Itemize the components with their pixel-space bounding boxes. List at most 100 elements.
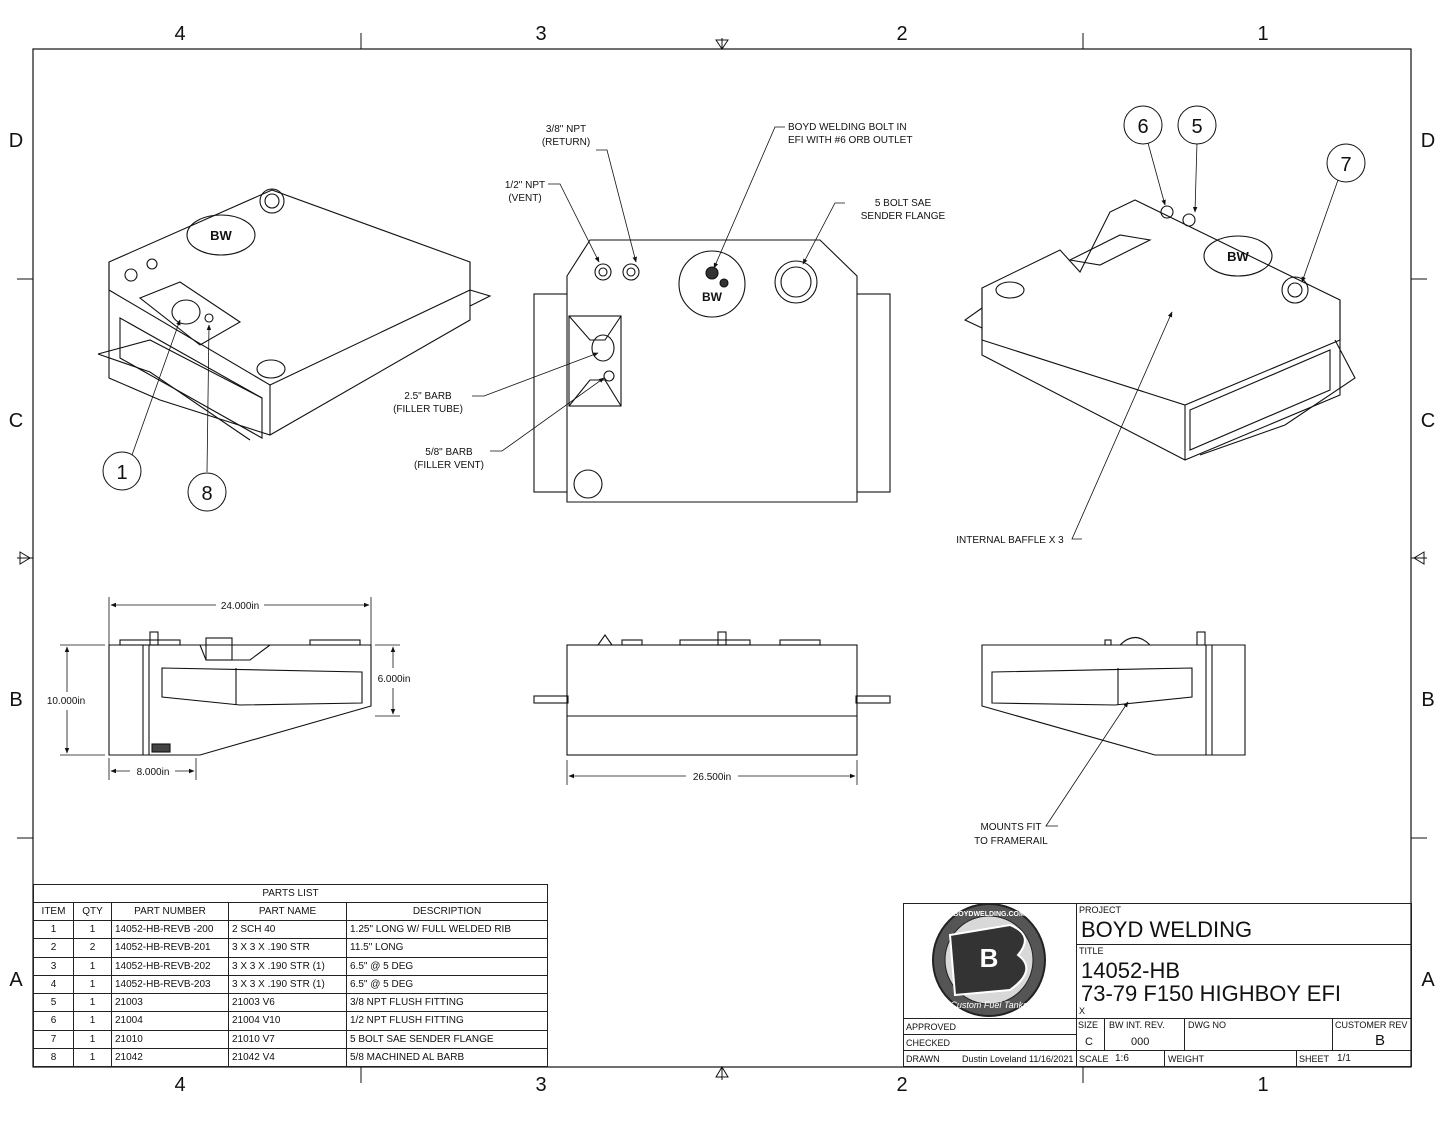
logo-text: BOYDWELDING.COM [953, 911, 1025, 918]
project-cell: PROJECT BOYD WELDING [1076, 903, 1412, 945]
dim-base: 8.000in [137, 767, 170, 778]
row-label: A [1421, 969, 1435, 991]
cell: 2 [73, 938, 112, 958]
customer-rev-label: CUSTOMER REV [1335, 1020, 1408, 1030]
cell: 21010 V7 [228, 1029, 347, 1049]
balloon: 8 [187, 472, 227, 512]
title-label: TITLE [1079, 946, 1104, 956]
title-x: X [1079, 1006, 1086, 1016]
size-label: SIZE [1078, 1020, 1099, 1030]
cell: 21010 [111, 1029, 229, 1049]
callout-labels: 3/8" NPT (RETURN) 1/2" NPT (VENT) BOYD W… [393, 122, 1064, 847]
cell: 1/2 NPT FLUSH FITTING [346, 1011, 548, 1031]
parts-list-title: PARTS LIST [33, 884, 548, 903]
svg-text:6: 6 [1137, 116, 1148, 138]
callout-label: 2.5" BARB [404, 391, 452, 402]
column-label: 2 [896, 1074, 907, 1096]
cell: 1 [73, 992, 112, 1013]
balloon: 5 [1177, 105, 1217, 145]
row-label: D [1421, 130, 1435, 152]
project-label: PROJECT [1079, 905, 1122, 915]
cell: 5 [33, 992, 74, 1013]
cell: 4 [33, 974, 74, 995]
cell: 21004 V10 [228, 1011, 347, 1031]
rev-label: BW INT. REV. [1109, 1020, 1165, 1030]
side-view-left [108, 631, 372, 756]
top-view: BW [533, 239, 891, 503]
callout-label: (RETURN) [542, 137, 590, 148]
callout-label: (FILLER VENT) [414, 460, 484, 471]
column-label: 3 [535, 23, 546, 45]
iso-view-left: BW [97, 188, 492, 441]
column-label: 4 [174, 1074, 185, 1096]
cell: 3 X 3 X .190 STR [228, 938, 347, 958]
drawn-cell: DRAWN Dustin Loveland 11/16/2021 [903, 1050, 1077, 1067]
dwg-label: DWG NO [1188, 1020, 1226, 1030]
column-label: 1 [1257, 1074, 1268, 1096]
svg-text:5: 5 [1191, 116, 1202, 138]
weight-cell: WEIGHT [1164, 1050, 1297, 1067]
cell: 21003 V6 [228, 992, 347, 1013]
cell: 5/8 MACHINED AL BARB [346, 1047, 548, 1068]
checked-label: CHECKED [906, 1038, 951, 1048]
svg-text:1: 1 [116, 462, 127, 484]
column-label: 1 [1257, 23, 1268, 45]
sheet-value: 1/1 [1337, 1053, 1351, 1064]
cell: 2 SCH 40 [228, 919, 347, 940]
project-name: BOYD WELDING [1081, 917, 1253, 942]
title-cell: TITLE 14052-HB 73-79 F150 HIGHBOY EFI X [1076, 944, 1412, 1019]
cell: 21042 [111, 1047, 229, 1068]
sheet-cell: SHEET 1/1 [1296, 1050, 1412, 1067]
cell: 1.25" LONG W/ FULL WELDED RIB [346, 919, 548, 940]
cell: 3 [33, 956, 74, 976]
column-header: PART NAME [228, 902, 347, 921]
scale-label: SCALE [1079, 1054, 1109, 1064]
balloon: 1 [102, 451, 142, 491]
row-label: D [9, 130, 23, 152]
customer-rev-cell: CUSTOMER REV B [1332, 1018, 1412, 1051]
zone-labels: 4 3 2 1 4 3 2 1 D C B A D C B A [9, 23, 1436, 1096]
svg-text:B: B [980, 943, 999, 973]
callout-label: INTERNAL BAFFLE X 3 [956, 535, 1064, 546]
approved-cell: APPROVED [903, 1018, 1077, 1035]
cell: 1 [73, 1011, 112, 1031]
callout-label: 3/8" NPT [546, 124, 586, 135]
cell: 14052-HB-REVB-203 [111, 974, 229, 995]
cell: 7 [33, 1029, 74, 1049]
cell: 21004 [111, 1011, 229, 1031]
callout-label: BOYD WELDING BOLT IN [788, 122, 907, 133]
cell: 5 BOLT SAE SENDER FLANGE [346, 1029, 548, 1049]
column-header: ITEM [33, 902, 74, 921]
cell: 1 [33, 919, 74, 940]
balloon: 7 [1326, 143, 1366, 183]
size-value: C [1085, 1036, 1093, 1048]
dim-width: 24.000in [221, 601, 259, 612]
cell: 6 [33, 1011, 74, 1031]
row-label: B [9, 689, 22, 711]
cell: 8 [33, 1047, 74, 1068]
cell: 2 [33, 938, 74, 958]
cell: 3/8 NPT FLUSH FITTING [346, 992, 548, 1013]
cell: 1 [73, 1047, 112, 1068]
cell: 3 X 3 X .190 STR (1) [228, 956, 347, 976]
scale-value: 1:6 [1115, 1053, 1129, 1064]
cell: 14052-HB-REVB-201 [111, 938, 229, 958]
dim-step: 6.000in [378, 674, 411, 685]
size-cell: SIZE C [1076, 1018, 1105, 1051]
cell: 6.5" @ 5 DEG [346, 956, 548, 976]
drawn-label: DRAWN [906, 1054, 940, 1064]
svg-text:7: 7 [1340, 154, 1351, 176]
scale-cell: SCALE 1:6 [1076, 1050, 1165, 1067]
cell: 1 [73, 919, 112, 940]
callout-label: SENDER FLANGE [861, 211, 946, 222]
cell: 21042 V4 [228, 1047, 347, 1068]
column-label: 4 [174, 23, 185, 45]
